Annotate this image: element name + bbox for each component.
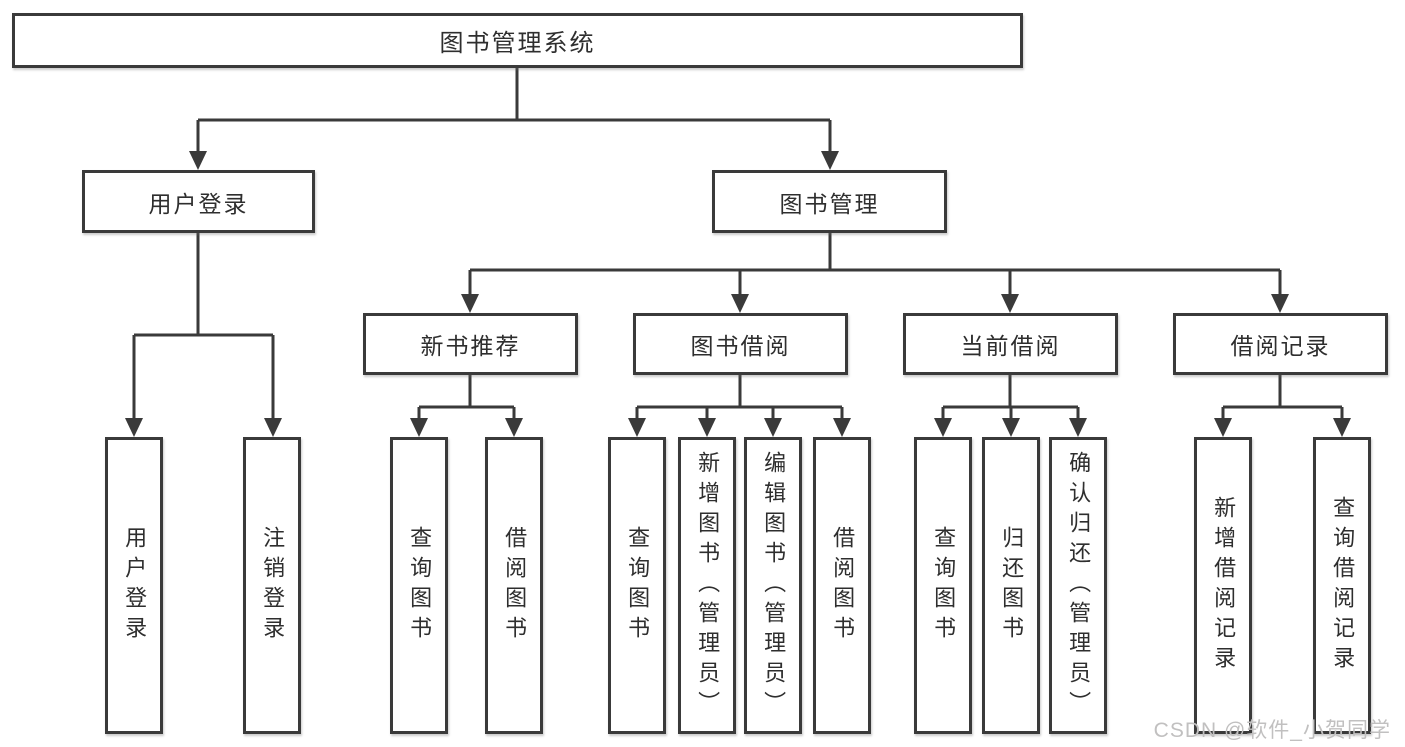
- node-new-book-recommend-label: 新书推荐: [420, 333, 521, 359]
- leaf-borrow-query-book: 查询图书: [608, 437, 666, 734]
- leaf-current-confirm-return-admin-label: 确认归还（管理员）: [1066, 450, 1092, 721]
- leaf-borrow-edit-book-admin: 编辑图书（管理员）: [744, 437, 802, 734]
- leaf-record-query-record-label: 查询借阅记录: [1330, 495, 1356, 676]
- leaf-user-login-label: 用户登录: [122, 525, 148, 646]
- leaf-recommend-borrow-book: 借阅图书: [485, 437, 543, 734]
- node-borrow-record: 借阅记录: [1173, 313, 1388, 375]
- node-new-book-recommend: 新书推荐: [363, 313, 578, 375]
- node-user-login: 用户登录: [82, 170, 315, 233]
- leaf-user-login: 用户登录: [105, 437, 163, 734]
- node-user-login-label: 用户登录: [148, 190, 249, 217]
- leaf-recommend-query-book: 查询图书: [390, 437, 448, 734]
- node-book-management-label: 图书管理: [779, 190, 880, 217]
- leaf-record-add-record-label: 新增借阅记录: [1211, 495, 1237, 676]
- arrowheads: [125, 151, 1351, 437]
- leaf-logout-label: 注销登录: [260, 525, 286, 646]
- leaf-borrow-add-book-admin: 新增图书（管理员）: [678, 437, 736, 734]
- leaf-borrow-query-book-label: 查询图书: [625, 525, 651, 646]
- csdn-watermark: CSDN @软件_小贺同学: [1153, 719, 1391, 742]
- node-book-management: 图书管理: [712, 170, 947, 233]
- leaf-borrow-borrow-book: 借阅图书: [813, 437, 871, 734]
- leaf-borrow-add-book-admin-label: 新增图书（管理员）: [695, 450, 721, 721]
- leaf-current-return-book: 归还图书: [982, 437, 1040, 734]
- node-borrow-record-label: 借阅记录: [1230, 333, 1331, 359]
- leaf-record-query-record: 查询借阅记录: [1313, 437, 1371, 734]
- leaf-current-return-book-label: 归还图书: [999, 525, 1025, 646]
- leaf-recommend-query-book-label: 查询图书: [407, 525, 433, 646]
- node-current-borrow: 当前借阅: [903, 313, 1118, 375]
- node-book-borrow-label: 图书借阅: [690, 333, 791, 359]
- leaf-borrow-edit-book-admin-label: 编辑图书（管理员）: [761, 450, 787, 721]
- leaf-current-confirm-return-admin: 确认归还（管理员）: [1049, 437, 1107, 734]
- leaf-borrow-borrow-book-label: 借阅图书: [830, 525, 856, 646]
- leaf-record-add-record: 新增借阅记录: [1194, 437, 1252, 734]
- node-root: 图书管理系统: [12, 13, 1023, 68]
- leaf-current-query-book-label: 查询图书: [931, 525, 957, 646]
- node-current-borrow-label: 当前借阅: [960, 333, 1061, 359]
- node-root-label: 图书管理系统: [439, 30, 596, 57]
- leaf-current-query-book: 查询图书: [914, 437, 972, 734]
- leaf-recommend-borrow-book-label: 借阅图书: [502, 525, 528, 646]
- leaf-logout: 注销登录: [243, 437, 301, 734]
- node-book-borrow: 图书借阅: [633, 313, 848, 375]
